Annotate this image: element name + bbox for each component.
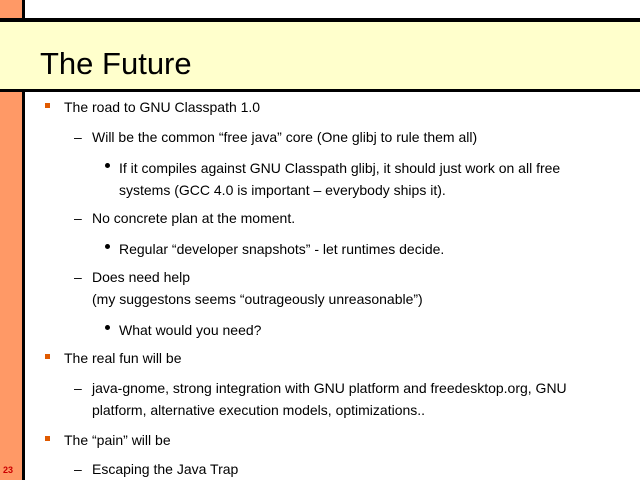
bullet-text-l1: The real fun will be [64,350,182,366]
bullet-square [45,103,50,108]
dash-marker: – [74,129,82,145]
bullet-dot [105,325,110,330]
bullet-text-l2: Does need help [92,269,191,285]
bullet-text-l2: Escaping the Java Trap [92,461,239,477]
bullet-text-l3: If it compiles against GNU Classpath gli… [119,160,561,176]
bullet-text-l3: Regular “developer snapshots” - let runt… [119,241,445,257]
bullet-dot [105,244,110,249]
title-band: The Future [0,18,640,92]
bullet-square [45,436,50,441]
bullet-text-l2-cont: platform, alternative execution models, … [92,402,426,418]
left-accent-strip [0,0,22,480]
bullet-text-l1: The road to GNU Classpath 1.0 [64,99,261,115]
bullet-text-l2-cont: (my suggestons seems “outrageously unrea… [92,291,423,307]
bullet-square [45,354,50,359]
slide-number: 23 [3,465,14,475]
bullet-text-l2: Will be the common “free java” core (One… [92,129,478,145]
dash-marker: – [74,210,82,226]
slide-title: The Future [40,46,192,81]
dash-marker: – [74,269,82,285]
bullet-text-l2: java-gnome, strong integration with GNU … [92,380,567,396]
bullet-text-l2: No concrete plan at the moment. [92,210,296,226]
bullet-text-l3: What would you need? [119,322,262,338]
dash-marker: – [74,461,82,477]
bullet-text-l1: The “pain” will be [64,432,171,448]
left-strip-border [22,0,25,480]
bullet-dot [105,163,110,168]
top-bar [25,0,640,18]
bullet-text-l3-cont: systems (GCC 4.0 is important – everybod… [119,182,446,198]
dash-marker: – [74,380,82,396]
